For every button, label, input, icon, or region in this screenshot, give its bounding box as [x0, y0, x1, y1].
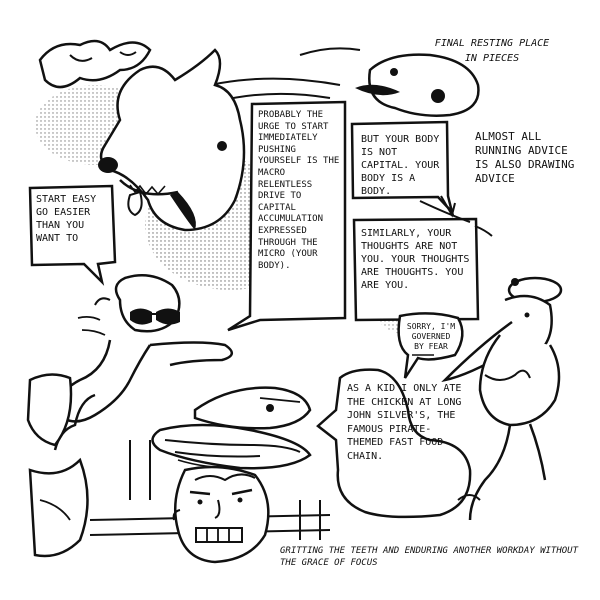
gritted-teeth — [195, 527, 243, 543]
speech-bubble-kid — [316, 368, 472, 519]
bubble-text-thoughts: Similarly, your thoughts are not you. Yo… — [361, 228, 470, 291]
speech-bubble-probably — [227, 100, 347, 332]
dog-head — [99, 48, 246, 232]
caption-bottom: Gritting the teeth and enduring another … — [280, 546, 579, 568]
floating-blob — [38, 39, 152, 89]
speech-bubble-fear — [397, 312, 464, 379]
caption-right: Almost all running advice is also drawin… — [475, 130, 575, 185]
caption-top: Final resting place in pieces — [434, 38, 550, 64]
bubble-text-start-easy: Start easy go easier than you want to — [36, 194, 97, 244]
arrow — [419, 200, 471, 223]
arrow — [474, 225, 493, 237]
fish-eye — [266, 404, 274, 412]
dog-tongue — [127, 190, 143, 217]
sunglasses-icon — [130, 308, 180, 325]
dog-snout — [98, 157, 118, 173]
duck-eye — [431, 89, 445, 103]
bubble-text-fear: Sorry, I'm governed by fear — [406, 322, 456, 351]
speech-bubble-start-easy — [28, 184, 117, 286]
bubble-text-body: But your body is not capital. Your body … — [361, 134, 440, 197]
speech-bubble-thoughts — [352, 217, 480, 322]
bubble-text-kid: As a kid I only ate the chicken at Long … — [347, 383, 462, 462]
bubble-text-probably: Probably the urge to start immediately p… — [258, 110, 340, 271]
dog-eye — [217, 141, 227, 151]
worker-face — [173, 465, 270, 564]
fish-head — [193, 386, 312, 430]
